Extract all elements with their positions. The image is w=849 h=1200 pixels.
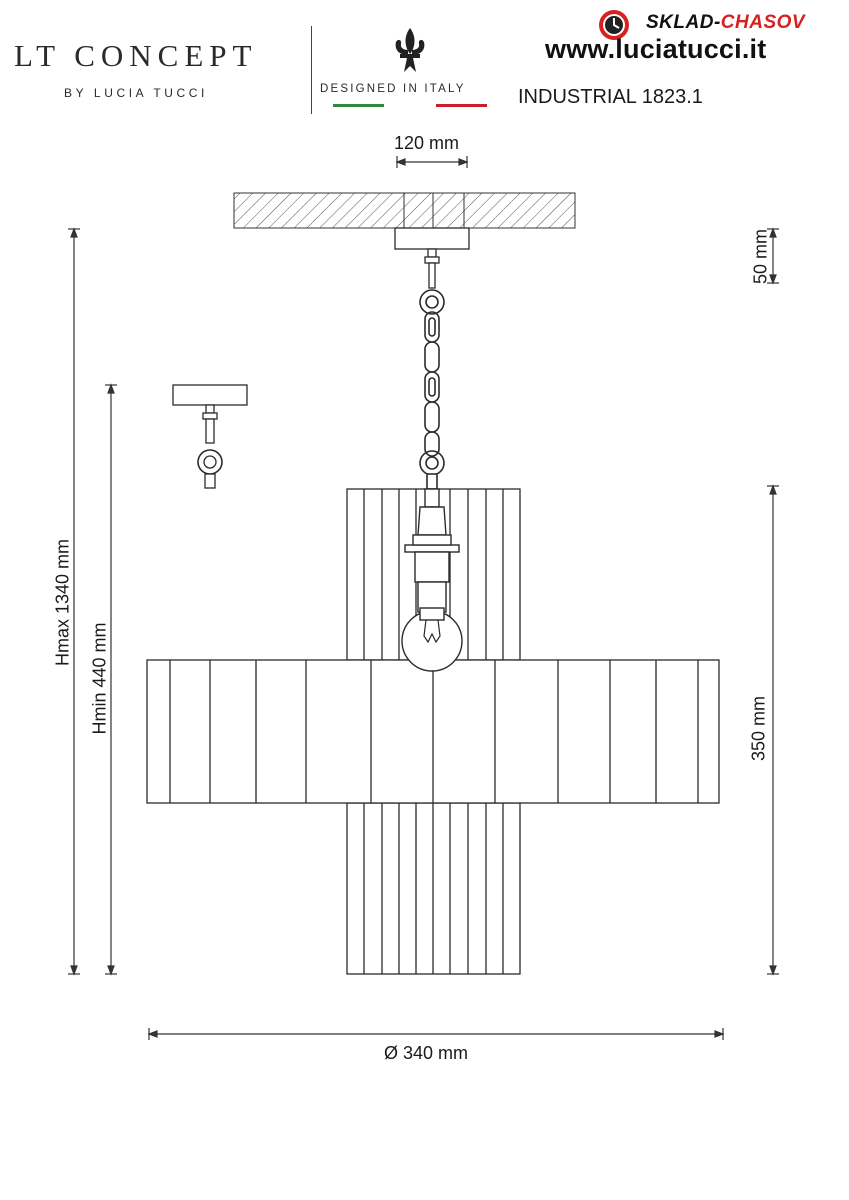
light-bulb [401, 607, 463, 672]
shade-height-label: 350 mm [748, 695, 769, 762]
italian-flag-bar [333, 104, 487, 107]
canopy-height-label: 50 mm [750, 229, 771, 285]
canopy [394, 227, 470, 289]
website-url: www.luciatucci.it [545, 34, 767, 64]
hmin-label: Hmin 440 mm [89, 622, 110, 735]
watermark-text: SKLAD-CHASOV [646, 12, 805, 34]
model-name: INDUSTRIAL 1823.1 [518, 86, 703, 108]
diameter-dimension-line [147, 1028, 725, 1040]
watermark-part-2: CHASOV [720, 12, 806, 33]
height-350-dimension-line [767, 484, 779, 976]
chain [419, 289, 445, 490]
brand-subtitle: BY LUCIA TUCCI [64, 86, 208, 100]
watermark-clock-icon [599, 10, 629, 40]
diameter-label: Ø 340 mm [384, 1043, 469, 1063]
height-50-dimension-line [767, 227, 779, 285]
watermark-part-1: SKLAD- [646, 12, 721, 33]
header-divider [311, 26, 312, 114]
fleur-de-lis-icon [395, 28, 425, 72]
short-version-detail [172, 384, 248, 489]
bulb-holder [404, 488, 460, 613]
width-120-dimension-line [395, 156, 469, 168]
brand-title: LT CONCEPT [14, 38, 258, 73]
designed-in-italy-label: DESIGNED IN ITALY [320, 83, 466, 95]
hmax-dimension-line [68, 227, 80, 976]
canopy-width-label: 120 mm [394, 133, 460, 153]
hmin-dimension-line [105, 383, 117, 976]
hmax-label: Hmax 1340 mm [52, 538, 73, 667]
ceiling-section [233, 192, 576, 229]
